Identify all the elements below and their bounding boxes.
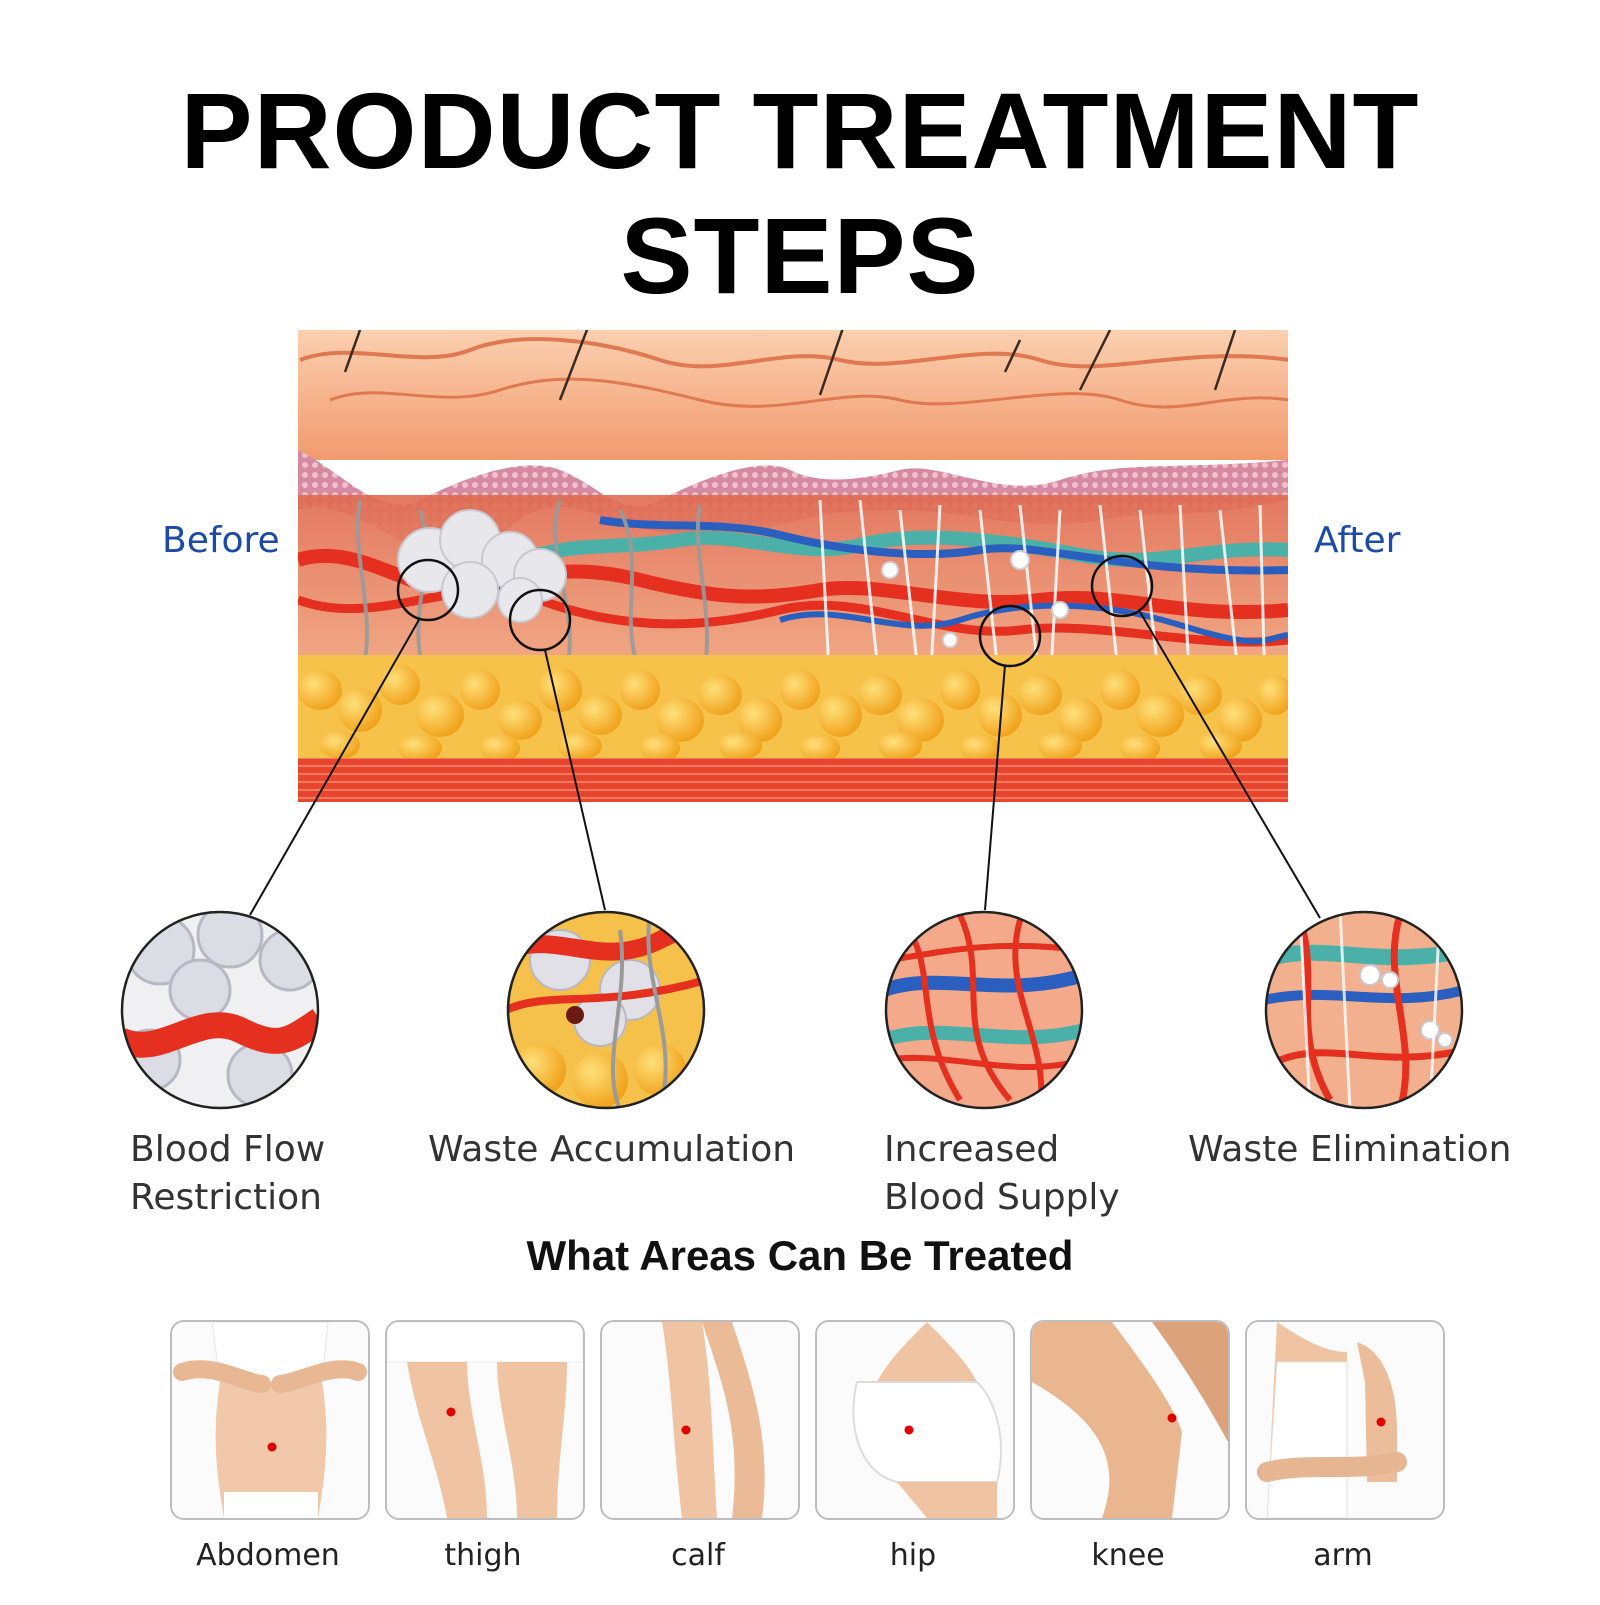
area-tile-abdomen — [170, 1320, 370, 1520]
area-tile-calf — [600, 1320, 800, 1520]
connector-lines — [249, 611, 1321, 919]
area-label-thigh: thigh — [444, 1538, 522, 1573]
step-label-line: Blood Flow — [130, 1129, 326, 1170]
zoom-circle-waste-accumulation — [506, 910, 706, 1110]
area-label-knee: knee — [1091, 1538, 1165, 1573]
area-label-arm: arm — [1313, 1538, 1373, 1573]
step-label-increased-blood-supply: Increased Blood Supply — [884, 1126, 1120, 1222]
magnifier-rings — [396, 554, 1154, 668]
area-label-abdomen: Abdomen — [196, 1538, 340, 1573]
calf-image — [602, 1322, 798, 1518]
step-label-blood-flow-restriction: Blood Flow Restriction — [130, 1126, 325, 1222]
step-label-line: Blood Supply — [884, 1177, 1120, 1218]
step-label-waste-accumulation: Waste Accumulation — [428, 1126, 795, 1174]
fat-cells — [298, 665, 1288, 762]
skin-block — [298, 330, 1288, 802]
hip-image — [817, 1322, 1013, 1518]
step-label-line: Increased — [884, 1129, 1060, 1170]
after-label: After — [1314, 520, 1401, 561]
area-tile-arm — [1245, 1320, 1445, 1520]
abdomen-image — [172, 1322, 368, 1518]
zoom-circle-blood-flow-restriction — [120, 910, 320, 1110]
zoom-circle-increased-blood-supply — [884, 910, 1084, 1110]
area-tile-thigh — [385, 1320, 585, 1520]
before-label: Before — [162, 520, 280, 561]
area-tile-knee — [1030, 1320, 1230, 1520]
step-label-line: Waste Elimination — [1188, 1129, 1512, 1170]
step-label-line: Waste Accumulation — [428, 1129, 796, 1170]
area-label-calf: calf — [671, 1538, 725, 1573]
area-tile-hip — [815, 1320, 1015, 1520]
thigh-image — [387, 1322, 583, 1518]
arm-image — [1247, 1322, 1443, 1518]
step-label-waste-elimination: Waste Elimination — [1188, 1126, 1511, 1174]
page-title: PRODUCT TREATMENT STEPS — [180, 70, 1420, 316]
areas-heading: What Areas Can Be Treated — [526, 1232, 1074, 1279]
knee-image — [1032, 1322, 1228, 1518]
step-label-line: Restriction — [130, 1177, 322, 1218]
zoom-circle-waste-elimination — [1264, 910, 1464, 1110]
waste-clumps — [397, 509, 567, 623]
area-label-hip: hip — [889, 1538, 937, 1573]
